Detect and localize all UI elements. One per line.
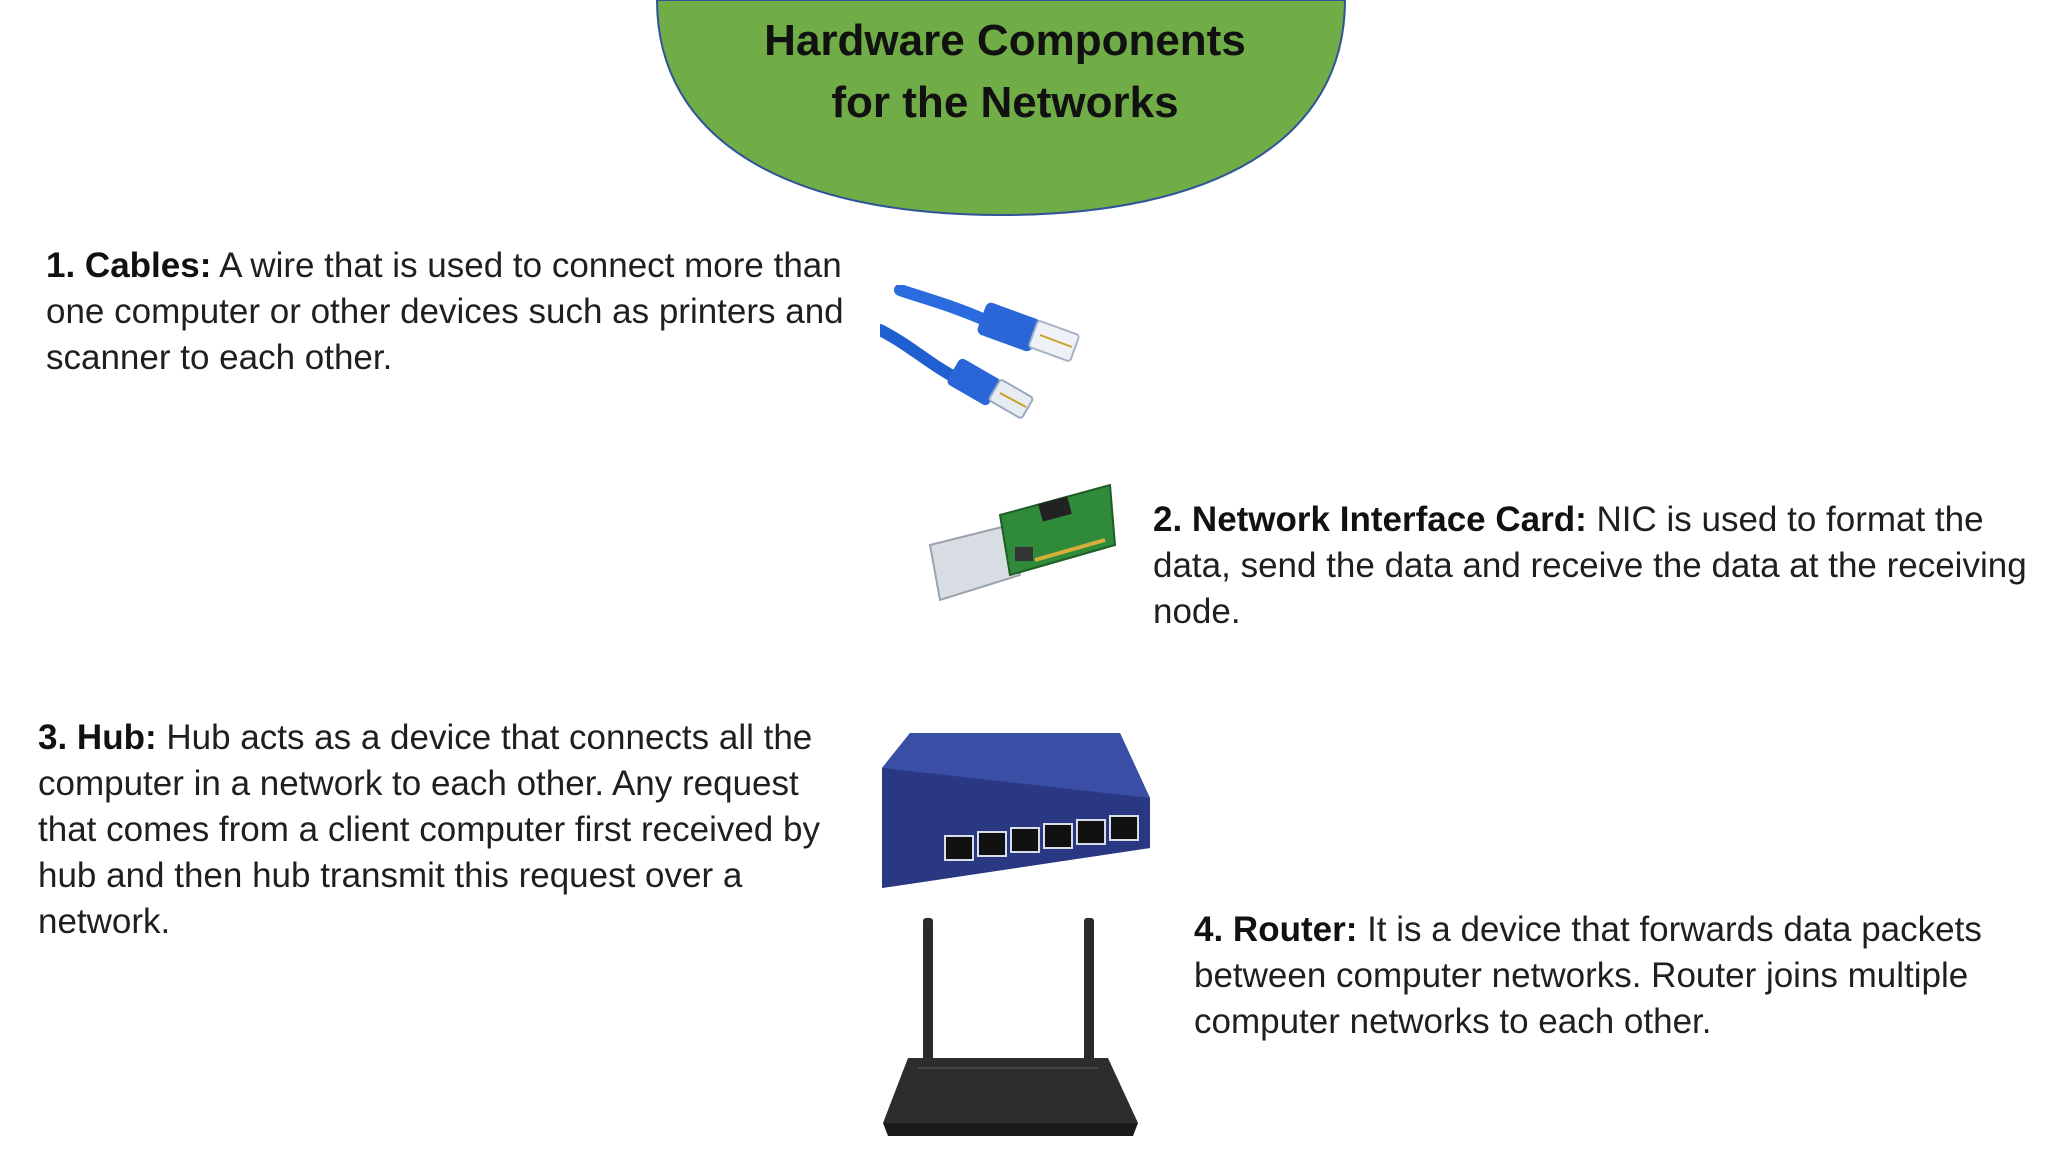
item-nic-label: 2. Network Interface Card: [1153,500,1587,539]
title-shape [655,0,1347,217]
slide-title-line2: for the Networks [831,78,1179,127]
item-hub-text: Hub acts as a device that connects all t… [38,718,820,941]
item-router: 4. Router: It is a device that forwards … [1194,907,2014,1045]
item-hub: 3. Hub: Hub acts as a device that connec… [38,715,858,945]
slide-title-line1: Hardware Components [764,16,1246,65]
item-nic-text: NIC is used to format the data, send the… [1153,500,2027,631]
item-cables: 1. Cables: A wire that is used to connec… [46,243,866,381]
item-cables-text: A wire that is used to connect more than… [46,246,844,377]
router-icon [883,918,1138,1136]
item-nic: 2. Network Interface Card: NIC is used t… [1153,497,2033,635]
item-router-text: It is a device that forwards data packet… [1194,910,1982,1041]
title-shape-path [655,0,1347,217]
item-hub-label: 3. Hub: [38,718,157,757]
network-hub-icon [882,733,1150,888]
network-card-icon [928,483,1117,602]
ethernet-cable-icon [880,285,1080,419]
item-router-label: 4. Router: [1194,910,1358,949]
item-cables-label: 1. Cables: [46,246,212,285]
slide-title: Hardware Components for the Networks [655,10,1355,134]
